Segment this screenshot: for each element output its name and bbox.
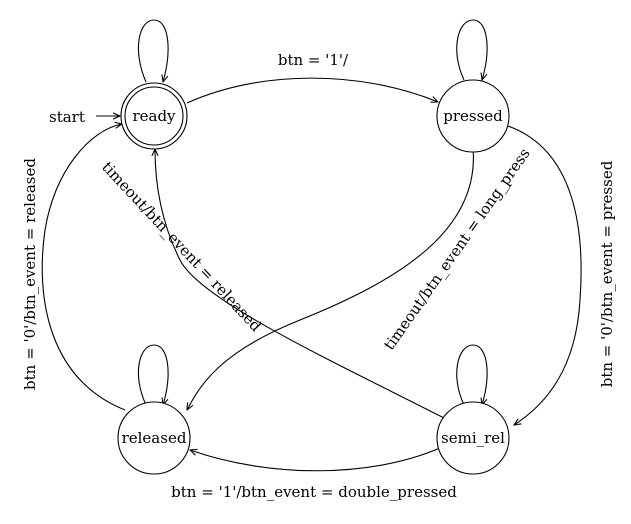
state-pressed-label: pressed — [443, 107, 503, 125]
state-pressed: pressed — [436, 79, 510, 153]
label-released-to-ready: btn = '0'/btn_event = released — [21, 158, 39, 390]
edge-ready-to-pressed — [186, 77, 438, 104]
edge-semi-rel-to-released — [190, 447, 441, 472]
label-pressed-to-released: timeout/btn_event = long_press — [380, 145, 534, 354]
label-semi-rel-to-ready: timeout/btn_event = released — [98, 158, 265, 335]
edge-pressed-to-semi-rel — [507, 125, 582, 425]
self-loop-ready — [137, 19, 169, 82]
edge-semi-rel-to-ready — [155, 149, 445, 419]
self-loop-released — [137, 344, 169, 405]
edge-pressed-to-released — [187, 147, 474, 410]
state-released: released — [117, 401, 191, 475]
label-semi-rel-to-released: btn = '1'/btn_event = double_pressed — [171, 483, 457, 501]
edge-released-to-ready — [41, 124, 126, 411]
state-semi-rel: semi_rel — [436, 401, 510, 475]
label-ready-to-pressed: btn = '1'/ — [278, 51, 349, 69]
initial-label: start — [49, 108, 85, 126]
label-pressed-to-semi-rel: btn = '0'/btn_event = pressed — [598, 160, 616, 387]
self-loop-semi-rel — [456, 344, 488, 405]
self-loop-pressed — [456, 19, 488, 80]
state-released-label: released — [122, 429, 187, 447]
state-semi-rel-label: semi_rel — [441, 429, 505, 447]
state-ready: ready — [120, 82, 188, 150]
state-ready-label: ready — [132, 107, 176, 125]
